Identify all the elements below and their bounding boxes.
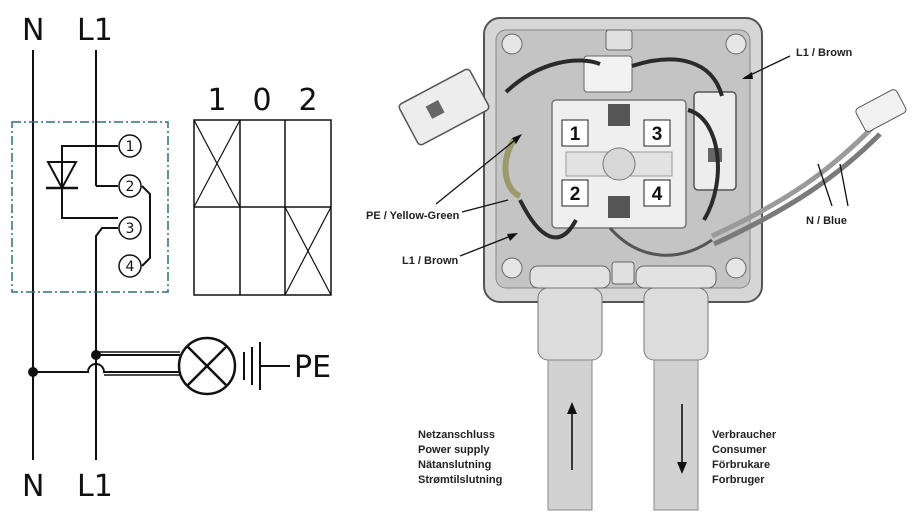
enclosure-illustration: 1 3 2 4: [366, 17, 907, 511]
photo-terminal-1: 1: [561, 119, 589, 147]
svg-text:Nätanslutning: Nätanslutning: [418, 459, 491, 471]
label-n-top: N: [22, 13, 44, 48]
external-cable-n: [710, 126, 874, 239]
photo-terminal-4: 4: [643, 179, 671, 207]
consumer-labels: Verbraucher Consumer Förbrukare Forbruge…: [712, 429, 777, 486]
label-n-bottom: N: [22, 469, 44, 504]
svg-text:2: 2: [126, 179, 135, 195]
position-label-2: 2: [298, 83, 317, 118]
svg-text:Consumer: Consumer: [712, 444, 767, 456]
svg-text:Forbruger: Forbruger: [712, 474, 765, 486]
photo-terminal-3: 3: [643, 119, 671, 147]
screw-boss-icon: [501, 33, 523, 55]
svg-text:Netzanschluss: Netzanschluss: [418, 429, 495, 441]
position-label-0: 0: [252, 83, 271, 118]
dinrail-clip-left: [398, 68, 490, 146]
label-pe-yellow-green: PE / Yellow-Green: [366, 210, 460, 222]
label-l1-top: L1: [77, 13, 113, 48]
switch-shaft-icon: [602, 147, 636, 181]
svg-text:4: 4: [652, 184, 663, 205]
lamp-icon: [177, 336, 237, 396]
label-pe: PE: [294, 350, 331, 385]
schematic: N L1 N L1 1 2 3: [11, 13, 332, 504]
svg-text:Verbraucher: Verbraucher: [712, 429, 777, 441]
supply-labels: Netzanschluss Power supply Nätanslutning…: [418, 429, 502, 486]
terminal-screw-icon: [608, 104, 630, 126]
diode-branch: [61, 145, 118, 219]
svg-text:2: 2: [570, 184, 581, 205]
svg-text:4: 4: [126, 259, 135, 275]
svg-text:1: 1: [570, 124, 581, 145]
earth-icon: [243, 342, 290, 390]
svg-text:Strømtilslutning: Strømtilslutning: [418, 474, 502, 486]
wire-brown-top: [504, 58, 601, 94]
label-n-blue: N / Blue: [806, 215, 847, 227]
terminal-2: 2: [118, 174, 142, 198]
cable-gland-consumer: [635, 265, 717, 511]
svg-text:3: 3: [652, 124, 663, 145]
diode-icon: [46, 161, 78, 191]
svg-text:1: 1: [126, 139, 135, 155]
photo-terminal-2: 2: [561, 179, 589, 207]
terminal-1: 1: [118, 134, 142, 158]
label-l1-brown-top: L1 / Brown: [796, 47, 853, 59]
wago-connector-icon: [855, 89, 907, 132]
svg-text:3: 3: [126, 221, 135, 237]
l1-line-lower: [95, 227, 118, 460]
terminal-block: [583, 55, 633, 93]
switch-position-table: 1 0 2: [193, 83, 332, 296]
svg-text:Förbrukare: Förbrukare: [712, 459, 770, 471]
position-label-1: 1: [207, 83, 226, 118]
cable-gland-supply: [529, 265, 611, 511]
bridge-2-4: [141, 185, 151, 267]
label-l1-brown-left: L1 / Brown: [402, 255, 459, 267]
terminal-3: 3: [118, 216, 142, 240]
switch-enclosure-box: [11, 121, 169, 293]
wire-brown-left: [518, 199, 578, 240]
wire-pe-yellow-green: [502, 138, 522, 199]
terminal-4: 4: [118, 254, 142, 278]
label-l1-bottom: L1: [77, 469, 113, 504]
svg-text:Power supply: Power supply: [418, 444, 490, 456]
